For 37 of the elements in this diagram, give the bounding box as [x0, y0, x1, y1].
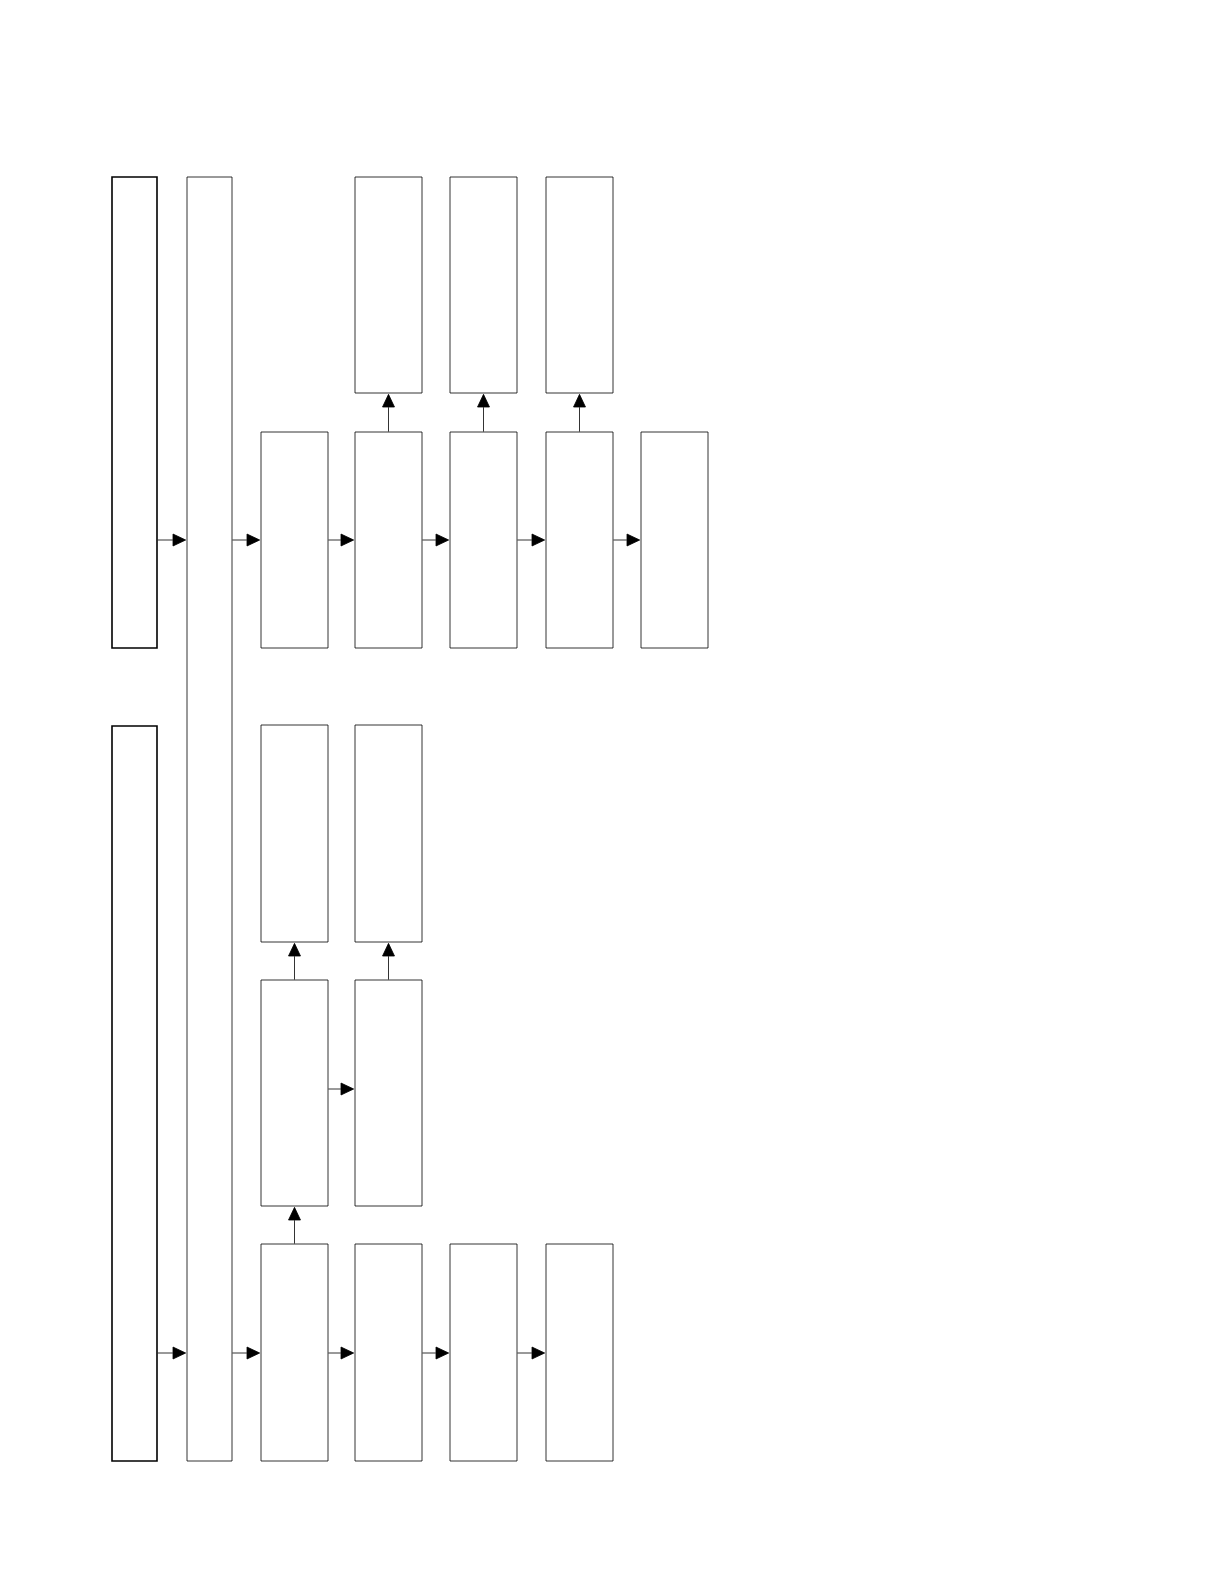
process-box	[354, 431, 423, 649]
process-box	[260, 979, 329, 1207]
process-box	[354, 1243, 423, 1462]
arrow	[328, 1346, 355, 1360]
arrow	[288, 942, 301, 980]
arrow	[232, 1346, 261, 1360]
process-box	[260, 431, 329, 649]
arrow	[328, 1082, 355, 1096]
process-box	[354, 176, 423, 394]
arrow	[382, 393, 395, 432]
arrow	[422, 1346, 450, 1360]
arrow	[382, 942, 395, 980]
process-box	[354, 724, 423, 943]
arrow	[477, 393, 490, 432]
process-box	[449, 1243, 518, 1462]
arrow	[157, 1346, 187, 1360]
process-box	[640, 431, 709, 649]
process-box	[545, 176, 614, 394]
arrow	[517, 1346, 546, 1360]
arrow	[573, 393, 586, 432]
process-box	[260, 724, 329, 943]
arrow	[613, 533, 641, 547]
arrow	[328, 533, 355, 547]
arrow	[517, 533, 546, 547]
process-box	[449, 431, 518, 649]
process-box	[260, 1243, 329, 1462]
process-box	[545, 431, 614, 649]
arrow	[232, 533, 261, 547]
process-box	[449, 176, 518, 394]
process-box	[354, 979, 423, 1207]
arrow	[288, 1206, 301, 1244]
process-box	[186, 176, 233, 1462]
arrow	[157, 533, 187, 547]
arrow	[422, 533, 450, 547]
process-box	[111, 176, 158, 649]
process-box	[545, 1243, 614, 1462]
process-box	[111, 725, 158, 1462]
